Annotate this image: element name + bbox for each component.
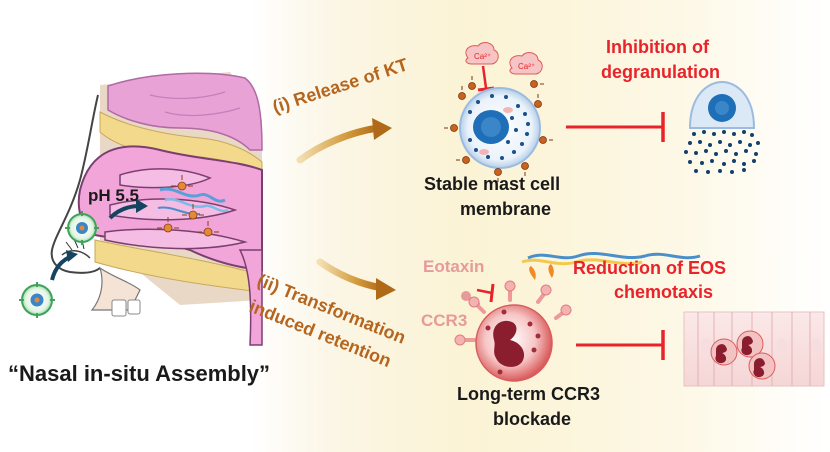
reduction-label-line1: Reduction of EOS [573, 258, 726, 278]
mast-cell-icon [444, 76, 553, 182]
ligand-icon [529, 264, 554, 280]
ph-label: pH 5.5 [88, 186, 140, 205]
inhibition-label-line2: degranulation [601, 62, 721, 82]
eosinophil-icon [454, 280, 572, 382]
inhibition-arrow-icon [566, 112, 665, 142]
ccr3-label: CCR3 [421, 311, 468, 330]
tissue-epithelium-icon [683, 311, 825, 387]
long-term-blockade-label-line1: Long-term CCR3 [457, 384, 600, 404]
curved-arrow-icon [108, 199, 148, 220]
degranulated-cell-icon [684, 80, 760, 174]
calcium-ion-icon: Ca²⁺ [465, 42, 499, 65]
stable-membrane-label-line1: Stable mast cell [424, 174, 561, 194]
curved-arrow-icon [50, 250, 78, 281]
curved-arrow-icon [316, 258, 396, 300]
nasal-cavity-illustration [50, 72, 263, 346]
inhibition-arrow-icon [477, 65, 495, 92]
calcium-label: Ca²⁺ [518, 62, 535, 71]
nanoparticle-icon [65, 211, 99, 245]
chemokine-strand-icon [521, 251, 701, 266]
nanoparticle-icon [19, 282, 55, 318]
curved-arrow-icon [296, 118, 392, 164]
inhibition-label-line1: Inhibition of [606, 37, 709, 57]
nasal-assembly-caption: “Nasal in-situ Assembly” [8, 361, 271, 386]
inhibition-arrow-icon [576, 330, 665, 360]
reduction-label-line2: chemotaxis [614, 282, 714, 302]
calcium-label: Ca²⁺ [474, 52, 491, 61]
calcium-ion-icon: Ca²⁺ [509, 52, 543, 75]
stable-membrane-label-line2: membrane [460, 199, 552, 219]
eotaxin-label: Eotaxin [423, 257, 485, 276]
long-term-blockade-label-line2: blockade [493, 409, 572, 429]
inhibition-arrow-icon [476, 283, 495, 303]
